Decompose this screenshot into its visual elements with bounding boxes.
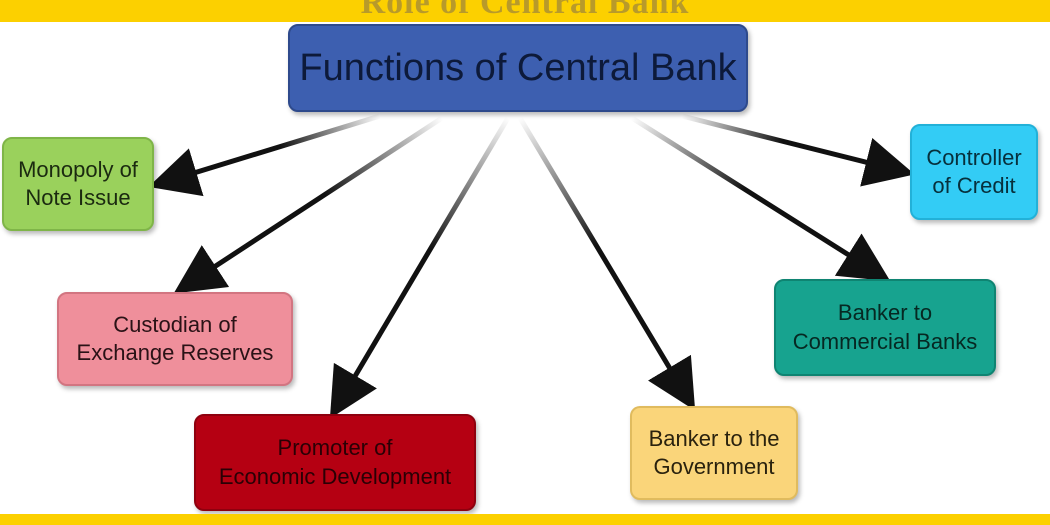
arrow-to-government <box>517 116 696 411</box>
root-label: Functions of Central Bank <box>299 46 737 89</box>
node-promoter-economic-development: Promoter of Economic Development <box>194 414 476 511</box>
node-label-line-1: Custodian of <box>113 311 237 337</box>
node-custodian-exchange-reserves: Custodian of Exchange Reserves <box>57 292 293 386</box>
node-label-line-1: Controller <box>926 144 1022 170</box>
node-label-line-2: Exchange Reserves <box>76 340 274 365</box>
arrow-to-credit <box>681 113 915 187</box>
bottom-banner <box>0 514 1050 525</box>
arrow-to-economic-development <box>329 116 511 419</box>
node-monopoly-note-issue: Monopoly of Note Issue <box>2 137 154 231</box>
node-label-line-2: Government <box>653 454 775 479</box>
node-label-line-1: Monopoly of <box>18 156 138 182</box>
node-label-line-1: Banker to the <box>648 425 780 451</box>
node-controller-of-credit: Controller of Credit <box>910 124 1038 220</box>
node-label-line-2: of Credit <box>932 173 1016 198</box>
arrow-to-exchange-reserves <box>173 115 444 294</box>
node-label-line-1: Promoter of <box>277 435 393 461</box>
arrow-to-commercial-banks <box>630 115 891 282</box>
node-label-line-1: Banker to <box>837 300 933 326</box>
banner-title: Role of Central Bank <box>360 0 690 21</box>
arrow-to-note-issue <box>148 113 381 197</box>
node-label-line-2: Commercial Banks <box>792 328 978 354</box>
node-banker-to-government: Banker to the Government <box>630 406 798 500</box>
root-node-functions: Functions of Central Bank <box>288 24 748 112</box>
node-banker-to-commercial-banks: Banker to Commercial Banks <box>774 279 996 376</box>
node-label-line-2: Economic Development <box>218 463 452 489</box>
top-banner: Role of Central Bank <box>0 0 1050 22</box>
node-label-line-2: Note Issue <box>25 185 131 210</box>
